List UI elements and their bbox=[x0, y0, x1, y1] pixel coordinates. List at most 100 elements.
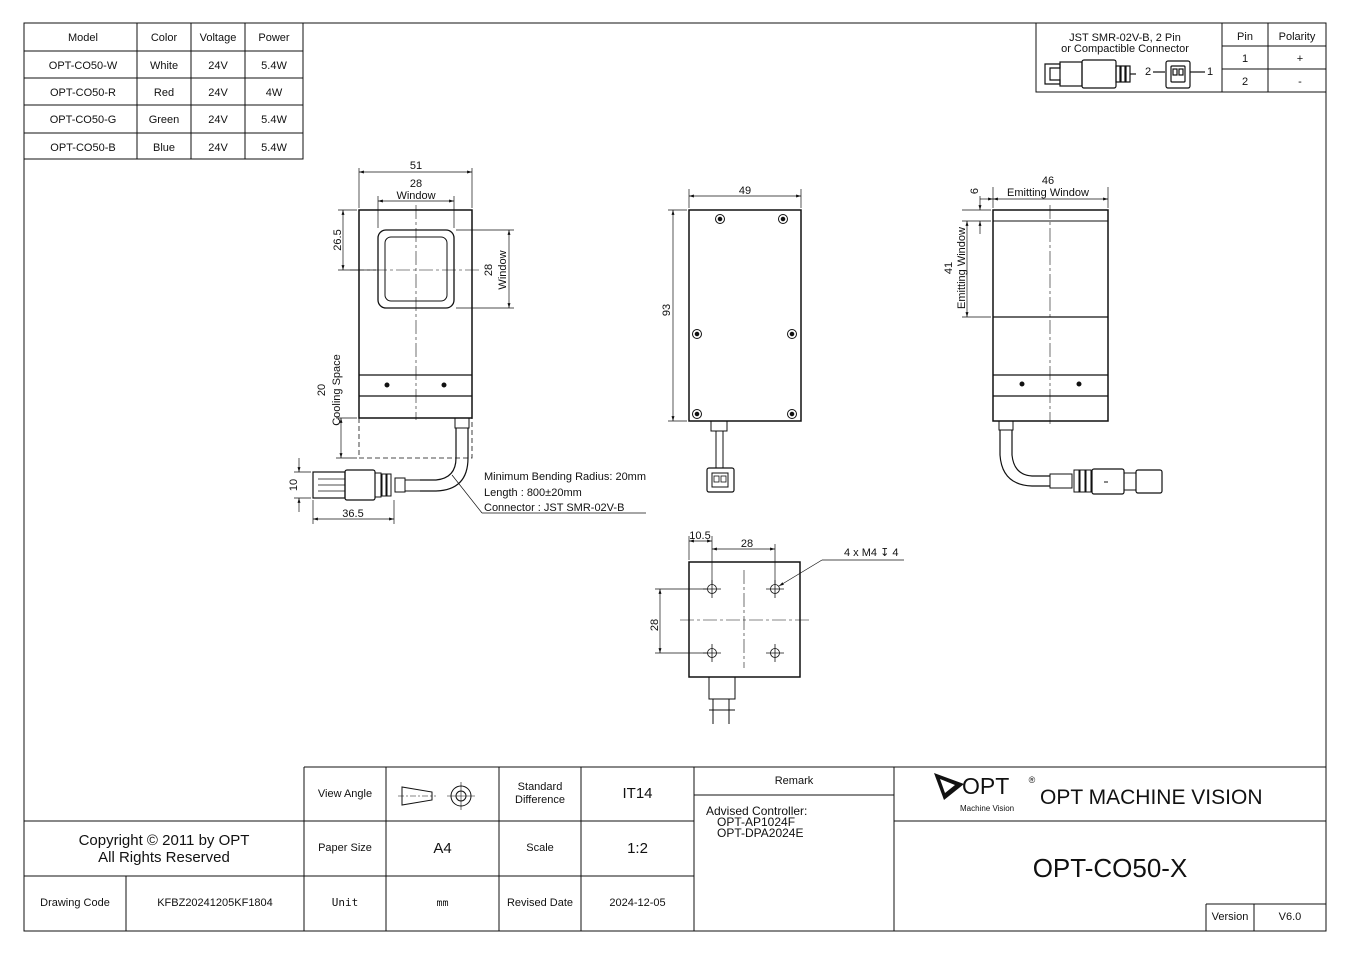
dim-emit-46: 46 bbox=[1042, 175, 1054, 187]
opt-logo bbox=[934, 773, 964, 800]
back-view-labels: 49 93 bbox=[661, 185, 751, 316]
view-angle-icon bbox=[398, 782, 475, 810]
dim-window-28: 28 bbox=[410, 178, 422, 190]
company-name: OPT MACHINE VISION bbox=[1040, 785, 1263, 809]
side-view bbox=[992, 205, 1163, 495]
pin-label-2: 2 bbox=[1145, 66, 1151, 78]
remark-line3: OPT-DPA2024E bbox=[717, 826, 804, 840]
side-view-labels: 46 Emitting Window 6 41 Emitting Window bbox=[943, 175, 1089, 309]
connector-title-2: or Compactible Connector bbox=[1061, 43, 1189, 55]
logo-sub: Machine Vision bbox=[960, 804, 1015, 814]
connector-table bbox=[1035, 22, 1327, 93]
revised-date: 2024-12-05 bbox=[609, 897, 666, 910]
polarity-header: Polarity bbox=[1279, 31, 1316, 43]
window-label-side: Window bbox=[497, 250, 509, 289]
dim-window-offset: 26.5 bbox=[332, 229, 344, 250]
copyright: Copyright © 2011 by OPT All Rights Reser… bbox=[24, 825, 304, 873]
dim-window-side: 28 bbox=[483, 264, 495, 276]
model-cell: OPT-CO50-B bbox=[50, 142, 115, 154]
voltage-cell: 24V bbox=[208, 114, 228, 126]
dim-spacing-h: 28 bbox=[741, 538, 753, 550]
copyright-line1: Copyright © 2011 by OPT bbox=[78, 831, 250, 849]
dim-width-49: 49 bbox=[739, 185, 751, 197]
color-cell: Blue bbox=[153, 142, 175, 154]
model-cell: OPT-CO50-R bbox=[50, 87, 116, 99]
connector-icon bbox=[1044, 59, 1205, 89]
polarity-cell: + bbox=[1297, 53, 1303, 65]
drawing-code: KFBZ20241205KF1804 bbox=[157, 897, 273, 910]
scale-label: Scale bbox=[526, 842, 554, 855]
standard-difference-label: Standard Difference bbox=[515, 781, 565, 806]
remark-line1: Advised Controller: bbox=[706, 804, 808, 818]
bottom-view-dimensions bbox=[655, 536, 904, 654]
emit-label-top: Emitting Window bbox=[1007, 187, 1089, 199]
emit-label-side: Emitting Window bbox=[956, 227, 968, 309]
version-label: Version bbox=[1211, 911, 1249, 924]
pin-cell: 2 bbox=[1242, 76, 1248, 88]
back-view-dimensions bbox=[668, 189, 802, 422]
models-header-voltage: Voltage bbox=[200, 32, 237, 44]
standard-difference: IT14 bbox=[622, 785, 653, 803]
connector-title-1: JST SMR-02V-B, 2 Pin bbox=[1069, 32, 1181, 44]
models-header-model: Model bbox=[68, 32, 98, 44]
note-length: Length : 800±20mm bbox=[484, 487, 582, 499]
dim-height-93: 93 bbox=[661, 304, 673, 316]
pin-label-1: 1 bbox=[1207, 66, 1213, 78]
pin-header: Pin bbox=[1237, 31, 1253, 43]
voltage-cell: 24V bbox=[208, 142, 228, 154]
remark-label: Remark bbox=[774, 774, 814, 787]
version: V6.0 bbox=[1278, 911, 1302, 924]
model-cell: OPT-CO50-W bbox=[49, 60, 118, 72]
dim-connector-height: 10 bbox=[288, 479, 300, 491]
connector-table-text: JST SMR-02V-B, 2 Pin or Compactible Conn… bbox=[1061, 31, 1316, 88]
color-cell: Red bbox=[154, 87, 174, 99]
paper-size: A4 bbox=[433, 839, 452, 857]
front-view-dimensions bbox=[294, 168, 646, 524]
models-table-text: Model Color Voltage Power OPT-CO50-W Whi… bbox=[49, 32, 290, 154]
dim-emit-41: 41 bbox=[943, 262, 955, 274]
remark-body: Advised Controller: OPT-AP1024F OPT-DPA2… bbox=[706, 804, 891, 851]
dim-cooling: 20 bbox=[316, 384, 328, 396]
front-view-labels: 51 28 Window 26.5 28 Window 20 Cooling S… bbox=[288, 160, 646, 520]
paper-size-label: Paper Size bbox=[318, 842, 372, 855]
power-cell: 4W bbox=[266, 87, 283, 99]
models-header-color: Color bbox=[151, 32, 178, 44]
scale: 1:2 bbox=[627, 839, 648, 857]
polarity-cell: - bbox=[1298, 76, 1302, 88]
dim-edge-10-5: 10.5 bbox=[689, 530, 710, 542]
note-connector: Connector : JST SMR-02V-B bbox=[484, 502, 624, 514]
hole-callout: 4 x M4 ↧ 4 bbox=[844, 547, 898, 559]
revised-date-label: Revised Date bbox=[506, 897, 574, 910]
dim-connector-length: 36.5 bbox=[342, 508, 363, 520]
unit: mm bbox=[436, 897, 449, 909]
drawing-code-label: Drawing Code bbox=[40, 897, 110, 910]
window-label-top: Window bbox=[396, 190, 435, 202]
color-cell: Green bbox=[149, 114, 180, 126]
dim-width-51: 51 bbox=[410, 160, 422, 172]
side-view-dimensions bbox=[962, 187, 1109, 318]
models-header-power: Power bbox=[258, 32, 290, 44]
remark-line2: OPT-AP1024F bbox=[717, 815, 796, 829]
voltage-cell: 24V bbox=[208, 87, 228, 99]
back-view bbox=[688, 209, 802, 493]
models-table bbox=[23, 22, 304, 160]
sheet-border bbox=[23, 22, 1327, 932]
model-cell: OPT-CO50-G bbox=[50, 114, 117, 126]
note-bending: Minimum Bending Radius: 20mm bbox=[484, 471, 646, 483]
copyright-line2: All Rights Reserved bbox=[98, 849, 230, 866]
view-angle-label: View Angle bbox=[317, 787, 373, 800]
color-cell: White bbox=[150, 60, 178, 72]
power-cell: 5.4W bbox=[261, 114, 287, 126]
pin-cell: 1 bbox=[1242, 53, 1248, 65]
voltage-cell: 24V bbox=[208, 60, 228, 72]
dim-offset-6: 6 bbox=[969, 188, 981, 194]
power-cell: 5.4W bbox=[261, 142, 287, 154]
part-number: OPT-CO50-X bbox=[1032, 853, 1188, 884]
bottom-view-labels: 10.5 28 28 4 x M4 ↧ 4 bbox=[649, 530, 898, 631]
unit-label: Unit bbox=[331, 896, 359, 910]
logo-text: OPT bbox=[962, 772, 1010, 799]
bottom-view bbox=[680, 561, 810, 724]
power-cell: 5.4W bbox=[261, 60, 287, 72]
dim-spacing-v: 28 bbox=[649, 619, 661, 631]
